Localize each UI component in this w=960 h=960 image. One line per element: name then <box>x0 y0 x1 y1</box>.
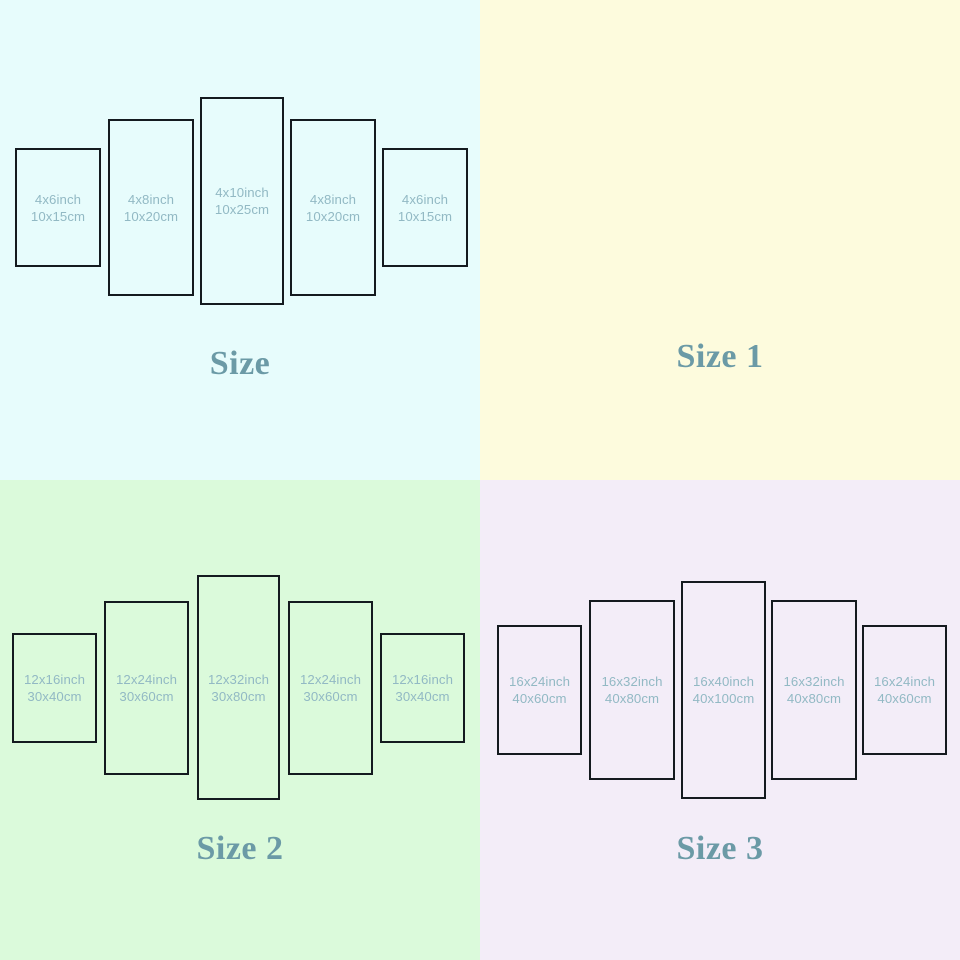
quadrant-size-2: 12x16inch 30x40cm 12x24inch 30x60cm 12x32inc… <box>0 480 480 960</box>
panel-dimension-cm: 40x80cm <box>604 691 660 706</box>
panel-dimension-cm: 10x20cm <box>305 208 361 224</box>
size-panel: 16x32inch 40x80cm <box>771 600 857 780</box>
quadrant-title-size-3: Size 3 <box>676 830 764 867</box>
size-panel: 16x32inch 40x80cm <box>589 600 675 780</box>
panel-dimension-inch: 16x24inch <box>873 674 936 689</box>
panel-dimension-inch: 4x8inch <box>127 191 175 207</box>
panel-dimension-cm: 40x100cm <box>692 691 755 706</box>
panel-group-size-1: 8x14inch20x35cm8x18inch20x45cm8x22inch20… <box>480 0 960 480</box>
panel-dimension-label: 4x10inch 10x25cm <box>215 184 269 218</box>
panel-dimension-inch: 16x32inch <box>783 674 845 689</box>
panel-dimension-cm: 30x80cm <box>211 688 266 704</box>
panel-dimension-cm: 30x40cm <box>27 689 82 704</box>
quadrant-size-1: 8x14inch20x35cm8x18inch20x45cm8x22inch20… <box>480 0 960 480</box>
panel-dimension-label: 16x24inch 40x60cm <box>509 673 570 707</box>
panel-dimension-inch: 16x32inch <box>601 674 663 689</box>
panel-dimension-label: 12x24inch 30x60cm <box>116 671 177 705</box>
size-panel: 16x24inch 40x60cm <box>862 625 947 755</box>
panel-dimension-cm: 40x60cm <box>512 691 567 706</box>
panel-dimension-label: 16x24inch 40x60cm <box>874 673 935 707</box>
panel-group-size-3: 16x24inch 40x60cm 16x32inch 40x80cm 16x40inc… <box>480 480 960 960</box>
panel-dimension-inch: 12x32inch <box>207 671 270 687</box>
panel-dimension-cm: 10x15cm <box>30 208 86 224</box>
panel-dimension-cm: 30x60cm <box>303 689 358 704</box>
panel-dimension-label: 12x16inch 30x40cm <box>24 671 85 705</box>
size-panel: 16x40inch 40x100cm <box>681 581 766 799</box>
panel-dimension-inch: 4x6inch <box>34 191 82 207</box>
panel-dimension-label: 12x24inch 30x60cm <box>300 671 361 705</box>
panel-dimension-inch: 4x10inch <box>215 185 269 200</box>
panel-group-size-2: 12x16inch 30x40cm 12x24inch 30x60cm 12x32inc… <box>0 480 480 960</box>
panel-dimension-label: 16x32inch 40x80cm <box>783 673 844 707</box>
panel-dimension-cm: 10x15cm <box>397 208 453 224</box>
quadrant-title-size-2: Size 2 <box>196 830 284 867</box>
panel-dimension-inch: 16x40inch <box>692 674 755 689</box>
panel-dimension-label: 16x40inch 40x100cm <box>693 673 755 707</box>
panel-dimension-inch: 16x24inch <box>508 674 571 689</box>
panel-dimension-cm: 30x60cm <box>119 689 174 704</box>
panel-dimension-inch: 12x24inch <box>299 672 362 687</box>
quadrant-size-3: 16x24inch 40x60cm 16x32inch 40x80cm 16x40inc… <box>480 480 960 960</box>
panel-dimension-cm: 40x80cm <box>786 691 842 706</box>
panel-dimension-cm: 10x25cm <box>214 202 270 217</box>
size-panel: 12x16inch 30x40cm <box>380 633 465 743</box>
panel-dimension-cm: 30x40cm <box>395 689 450 704</box>
size-panel: 4x10inch 10x25cm <box>200 97 284 305</box>
size-panel: 12x24inch 30x60cm <box>288 601 373 775</box>
quadrant-title-size-1: Size 1 <box>676 338 764 375</box>
panel-dimension-inch: 4x6inch <box>401 191 449 207</box>
panel-dimension-inch: 12x16inch <box>391 672 454 687</box>
panel-dimension-inch: 4x8inch <box>309 191 357 207</box>
panel-dimension-inch: 12x24inch <box>115 672 178 687</box>
panel-dimension-label: 12x16inch 30x40cm <box>392 671 453 705</box>
panel-dimension-label: 16x32inch 40x80cm <box>601 673 662 707</box>
panel-dimension-inch: 12x16inch <box>23 672 86 687</box>
size-panel: 16x24inch 40x60cm <box>497 625 582 755</box>
panel-dimension-cm: 10x20cm <box>123 208 179 224</box>
quadrant-title-size: Size <box>209 345 271 382</box>
size-panel: 12x24inch 30x60cm <box>104 601 189 775</box>
size-panel: 12x16inch 30x40cm <box>12 633 97 743</box>
panel-dimension-cm: 40x60cm <box>877 691 932 706</box>
